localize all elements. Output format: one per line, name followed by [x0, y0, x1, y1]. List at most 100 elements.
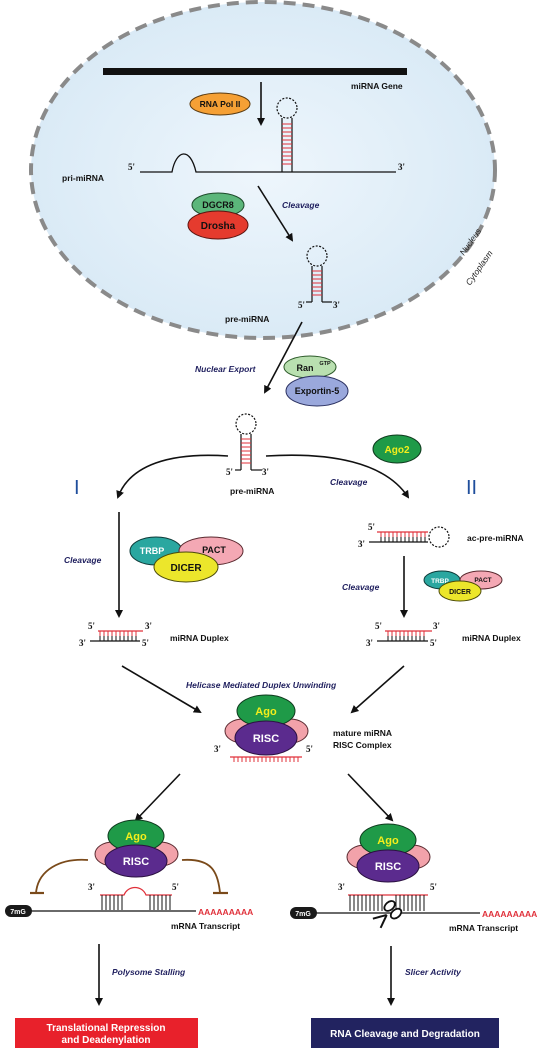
pathway-2-duplex-five-b: 5'	[430, 638, 437, 648]
center-guide-strand	[230, 756, 302, 762]
pre-mirna-cyto-five: 5'	[226, 467, 233, 477]
arrow-to-bottom-right	[347, 773, 394, 822]
ac-pre-mirna-three: 3'	[358, 539, 365, 549]
pathway-2-cleavage-top-label: Cleavage	[330, 477, 368, 487]
pathway-1-cleavage-label: Cleavage	[64, 555, 102, 565]
pre-mirna-nuc-three: 3'	[333, 300, 340, 310]
bottom-left-ago-label: Ago	[125, 831, 147, 843]
bottom-right-outcome-box	[311, 1018, 499, 1048]
center-risc-label: RISC	[253, 733, 279, 745]
drosha-protein	[187, 210, 249, 240]
drosha-label: Drosha	[201, 221, 236, 232]
pri-mirna-five-prime: 5'	[128, 162, 135, 172]
pathway-2-trbp-label: TRBP	[431, 578, 449, 585]
bottom-left-process-label: Polysome Stalling	[112, 967, 186, 977]
pathway-1-duplex	[90, 630, 143, 642]
bottom-left-outcome-box	[15, 1018, 198, 1048]
pathway-2-duplex-three-a: 3'	[433, 621, 440, 631]
mature-risc-complex	[224, 694, 309, 756]
pri-mirna-strand	[140, 153, 396, 173]
pathway-2-cleavage-label: Cleavage	[342, 582, 380, 592]
bottom-left-three-prime: 3'	[88, 882, 95, 892]
nucleus-membrane	[29, 0, 497, 340]
rna-pol-ii-label: RNA Pol II	[200, 99, 241, 109]
bottom-right-three-prime: 3'	[338, 882, 345, 892]
exportin-5-label: Exportin-5	[295, 386, 340, 396]
bottom-right-ago-label: Ago	[377, 835, 399, 847]
center-ago-label: Ago	[255, 706, 277, 718]
ac-pre-mirna-five: 5'	[368, 522, 375, 532]
branch-arrow-pathway-1	[116, 454, 229, 499]
bottom-right-polya: AAAAAAAAA	[482, 909, 537, 919]
bottom-left-cap	[5, 905, 32, 917]
drosha-cleavage-arrow	[257, 185, 294, 242]
dgcr8-label: DGCR8	[202, 200, 234, 210]
unwinding-arrow-right	[350, 665, 405, 714]
ran-gtp-label: Ran	[296, 363, 313, 373]
bottom-right-transcript-label: mRNA Transcript	[449, 923, 518, 933]
branch-arrow-pathway-2	[265, 454, 410, 499]
pathway-2-duplex-three-b: 3'	[366, 638, 373, 648]
pre-mirna-nuclear-hairpin	[306, 245, 332, 303]
pathway-1-trbp-label: TRBP	[140, 546, 165, 556]
pathway-1-dicer-label: DICER	[170, 563, 202, 574]
ago2-protein	[372, 434, 422, 464]
pri-mirna-three-prime: 3'	[398, 162, 405, 172]
center-risc-label-line2: RISC Complex	[333, 740, 392, 750]
ago2-label: Ago2	[385, 445, 410, 456]
bottom-left-five-prime: 5'	[172, 882, 179, 892]
pathway-1-duplex-three-a: 3'	[145, 621, 152, 631]
pathway-2-numeral: II	[466, 477, 477, 499]
rna-pol-ii	[189, 92, 251, 116]
drosha-cleavage-label: Cleavage	[282, 200, 320, 210]
bottom-right-cap-label: 7mG	[295, 911, 311, 918]
center-five-prime: 5'	[306, 744, 313, 754]
mirna-gene-bar	[103, 68, 407, 75]
pathway-1-duplex-three-b: 3'	[79, 638, 86, 648]
pri-mirna-label: pri-miRNA	[62, 173, 104, 183]
bottom-left-transcript-label: mRNA Transcript	[171, 921, 240, 931]
pathway-2-duplex-five-a: 5'	[375, 621, 382, 631]
pathway-2-dicer-label: DICER	[449, 589, 471, 596]
center-risc-label-line1: mature miRNA	[333, 728, 392, 738]
ran-gtp-superscript: GTP	[319, 361, 331, 367]
center-three-prime: 3'	[214, 744, 221, 754]
pre-mirna-cyto-hairpin	[235, 413, 262, 471]
pathway-1-numeral: I	[74, 477, 80, 499]
bottom-right-risc	[346, 823, 431, 883]
inhibition-arc-left	[35, 858, 89, 894]
pre-mirna-nuc-label: pre-miRNA	[225, 314, 269, 324]
bottom-right-risc-label: RISC	[375, 861, 401, 873]
arrow-to-bottom-left	[134, 773, 181, 822]
pathway-1-duplex-label: miRNA Duplex	[170, 633, 229, 643]
pathway-2-duplex	[377, 630, 432, 642]
nuclear-export-arrow	[264, 321, 303, 394]
bottom-left-cap-label: 7mG	[10, 909, 26, 916]
unwinding-arrow-left	[121, 665, 202, 714]
bottom-left-bound-guide	[100, 886, 172, 910]
bottom-left-outcome-line2: and Deadenylation	[62, 1035, 151, 1046]
mirna-gene-label: miRNA Gene	[351, 81, 403, 91]
cytoplasm-label: Cytoplasm	[463, 249, 494, 288]
inhibition-arc-right	[181, 859, 221, 894]
pathway-2-pact-label: PACT	[474, 577, 491, 584]
bottom-left-risc	[94, 819, 179, 878]
ac-pre-mirna-label: ac-pre-miRNA	[467, 533, 524, 543]
ac-pre-mirna-hairpin	[369, 526, 450, 548]
pre-mirna-cyto-three: 3'	[262, 467, 269, 477]
unwinding-label: Helicase Mediated Duplex Unwinding	[186, 680, 337, 690]
pathway-1-duplex-five-b: 5'	[142, 638, 149, 648]
bottom-right-outcome-label: RNA Cleavage and Degradation	[330, 1029, 480, 1040]
bottom-right-five-prime: 5'	[430, 882, 437, 892]
pathway-2-duplex-label: miRNA Duplex	[462, 633, 521, 643]
bottom-left-outcome-line1: Translational Repression	[47, 1023, 166, 1034]
exportin-5-protein	[285, 375, 349, 407]
pre-mirna-cyto-label: pre-miRNA	[230, 486, 274, 496]
pathway-1-pact-label: PACT	[202, 545, 226, 555]
scissors-icon	[372, 900, 403, 929]
pre-mirna-nuc-five: 5'	[298, 300, 305, 310]
bottom-left-polya: AAAAAAAAA	[198, 907, 253, 917]
pathway-1-dicer	[153, 551, 219, 583]
bottom-right-cap	[290, 907, 317, 919]
nuclear-export-label: Nuclear Export	[195, 364, 257, 374]
